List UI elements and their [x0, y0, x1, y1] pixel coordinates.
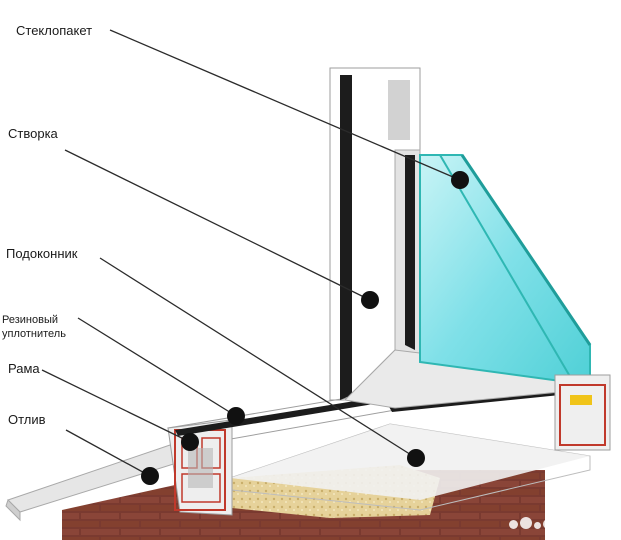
label-rubber-seal-line1: Резиновый — [2, 314, 59, 326]
label-frame: Рама — [8, 361, 40, 376]
label-windowsill: Подоконник — [6, 246, 78, 261]
leader-lines — [41, 29, 461, 477]
leader-sash — [64, 149, 371, 301]
label-glass-unit: Стеклопакет — [16, 23, 93, 38]
marker-dot-frame — [181, 433, 199, 451]
leader-glass-unit — [109, 29, 461, 181]
leader-windowsill — [99, 257, 417, 459]
leader-drip — [65, 429, 151, 477]
avito-logo-icon — [509, 516, 554, 529]
marker-dot-sash — [361, 291, 379, 309]
glass-unit — [419, 154, 592, 387]
marker-dot-rubber-seal — [227, 407, 245, 425]
leader-frame — [41, 369, 191, 443]
sash-bottom-profile — [554, 374, 611, 451]
marker-dot-drip — [141, 467, 159, 485]
label-sash: Створка — [8, 126, 58, 141]
watermark-text: Avito — [557, 511, 609, 533]
leader-rubber-seal — [77, 317, 237, 417]
label-rubber-seal-line2: уплотнитель — [2, 328, 66, 340]
marker-dots — [141, 171, 469, 485]
label-drip: Отлив — [8, 412, 46, 427]
marker-dot-windowsill — [407, 449, 425, 467]
avito-watermark: Avito — [509, 511, 609, 534]
marker-dot-glass-unit — [451, 171, 469, 189]
